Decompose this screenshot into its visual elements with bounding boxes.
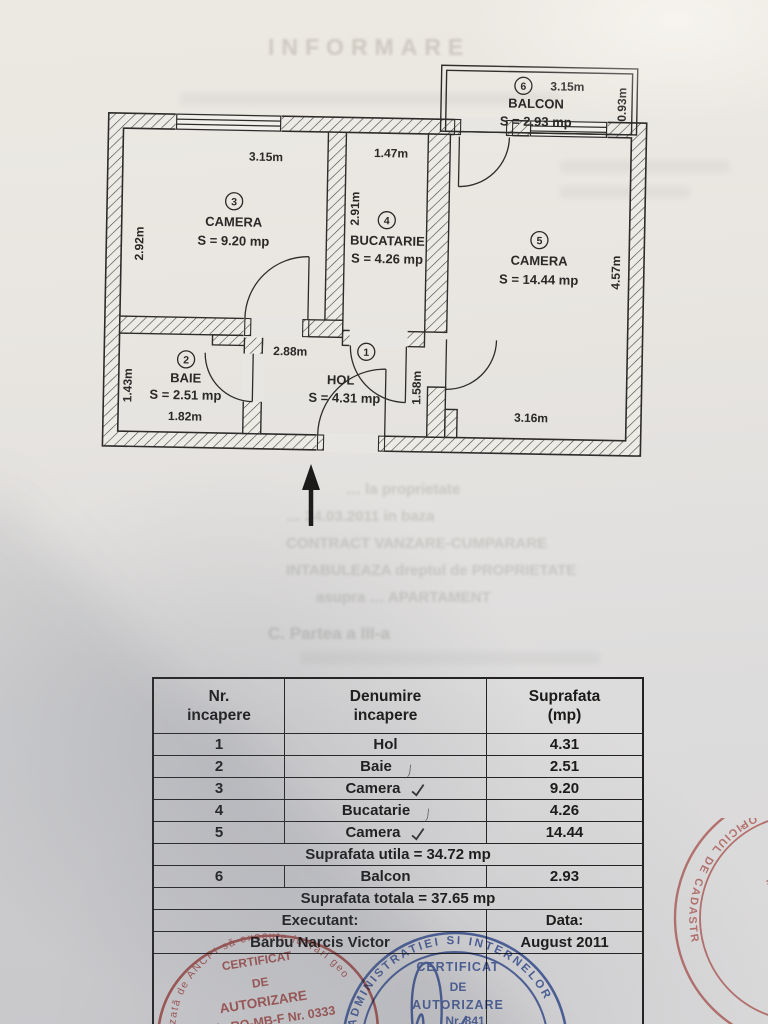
dimension-label: 2.91m — [348, 191, 363, 225]
pen-mark — [402, 763, 412, 780]
subtotal-row: Suprafata utila = 34.72 mp — [154, 844, 642, 866]
room-name: BALCON — [508, 96, 564, 112]
dimension-label: 2.92m — [132, 226, 147, 260]
table-row-area: 2.51 — [487, 756, 642, 778]
floor-plan: 3 CAMERA S = 9.20 mp 3.15m 2.92m 4 BUCAT… — [92, 51, 660, 474]
dimension-label: 1.58m — [409, 371, 424, 405]
table-row-area: 4.26 — [487, 800, 642, 822]
bleed-through-paragraph: … la proprietate … 24.03.2011 in baza CO… — [286, 476, 576, 611]
pen-mark — [420, 807, 430, 824]
dimension-label: 3.15m — [550, 79, 584, 94]
dimension-label: 0.93m — [615, 88, 630, 122]
room-area: S = 4.26 mp — [351, 251, 423, 267]
stamp-inner-text: Ministerul Ad — [763, 877, 768, 944]
room-camera5-labels: 5 CAMERA S = 14.44 mp 3.16m 4.57m — [499, 230, 624, 426]
bleed-line: INTABULEAZA dreptul de PROPRIETATE — [286, 562, 577, 579]
table-header-nr: Nr. incapere — [154, 679, 285, 734]
table-row-name: Baie — [285, 756, 487, 780]
room-area: S = 9.20 mp — [197, 233, 269, 249]
stamp-line: CERTIFICAT — [221, 948, 293, 973]
total-row: Suprafata totala = 37.65 mp — [154, 888, 642, 910]
bleed-line: … la proprietate — [346, 481, 461, 498]
room-number: 2 — [183, 354, 189, 366]
table-row-area: 14.44 — [487, 822, 642, 844]
dimension-label: 3.15m — [249, 150, 283, 165]
table-row-area: 4.31 — [487, 734, 642, 756]
table-row-area: 2.93 — [487, 866, 642, 888]
room-name: BUCATARIE — [350, 233, 425, 249]
room-area: S = 14.44 mp — [499, 271, 578, 288]
stamp-line: DE — [251, 974, 270, 990]
dimension-label: 1.43m — [120, 368, 135, 402]
pen-checkmark-icon — [411, 827, 424, 840]
room-name: CAMERA — [510, 253, 568, 269]
table-row-nr: 4 — [154, 800, 285, 822]
room-number: 6 — [520, 81, 526, 93]
table-row-name: Camera — [285, 822, 487, 844]
table-row-name: Bucatarie — [285, 800, 487, 824]
room-name: BAIE — [170, 370, 202, 386]
stamp-line: AUTORIZARE — [412, 998, 504, 1012]
room-area: S = 2.51 mp — [149, 387, 221, 403]
dimension-label: 1.82m — [168, 409, 202, 424]
floor-plan-drawing: 3 CAMERA S = 9.20 mp 3.15m 2.92m 4 BUCAT… — [101, 64, 648, 457]
room-bucatarie-labels: 4 BUCATARIE S = 4.26 mp 1.47m 2.91m — [348, 146, 425, 267]
table-row-nr: 1 — [154, 734, 285, 756]
dimension-label: 3.16m — [514, 411, 548, 426]
table-row-nr: 2 — [154, 756, 285, 778]
table-row-name: Camera — [285, 778, 487, 800]
bleed-smudge — [300, 652, 600, 664]
room-name: CAMERA — [205, 214, 263, 230]
bleed-line: CONTRACT VANZARE-CUMPARARE — [286, 535, 548, 552]
table-row-nr: 5 — [154, 822, 285, 844]
room-name: HOL — [327, 372, 355, 388]
pen-checkmark-icon — [411, 783, 424, 796]
table-header-denumire: Denumire incapere — [285, 679, 487, 734]
blue-certification-stamp: ADMINISTRATIEI SI INTERNELOR CERTIFICAT … — [343, 931, 567, 1024]
bleed-through-section-heading: C. Partea a III-a — [268, 624, 390, 643]
stamp-line: DE — [450, 980, 467, 994]
dimension-label: 2.88m — [273, 344, 307, 359]
room-number: 1 — [363, 347, 369, 359]
table-row-area: 9.20 — [487, 778, 642, 800]
table-row-name: Hol — [285, 734, 487, 756]
room-hol-labels: 2.88m 1 HOL S = 4.31 mp 1.58m — [273, 342, 424, 406]
bleed-line: asupra … APARTAMENT — [316, 589, 491, 606]
room-baie-labels: 2 BAIE S = 2.51 mp 1.82m 1.43m — [120, 350, 222, 424]
bleed-line: … 24.03.2011 in baza — [286, 508, 435, 525]
red-cadastre-stamp: OFICIUL DE CADASTRU Ministerul Ad * — [648, 818, 768, 1024]
table-row-nr: 6 — [154, 866, 285, 888]
room-number: 4 — [384, 215, 390, 227]
room-number: 3 — [231, 196, 237, 208]
dimension-label: 4.57m — [609, 255, 624, 289]
north-arrow-icon — [302, 464, 320, 526]
table-header-suprafata: Suprafata (mp) — [487, 679, 642, 734]
room-camera3-labels: 3 CAMERA S = 9.20 mp 3.15m 2.92m — [132, 150, 283, 261]
dimension-label: 1.47m — [374, 146, 408, 161]
table-row-name: Balcon — [285, 866, 487, 888]
table-row-nr: 3 — [154, 778, 285, 800]
room-number: 5 — [536, 235, 542, 247]
room-area: S = 4.31 mp — [308, 390, 380, 406]
room-area: S = 2.93 mp — [500, 113, 572, 129]
stamp-star: * — [740, 821, 746, 837]
